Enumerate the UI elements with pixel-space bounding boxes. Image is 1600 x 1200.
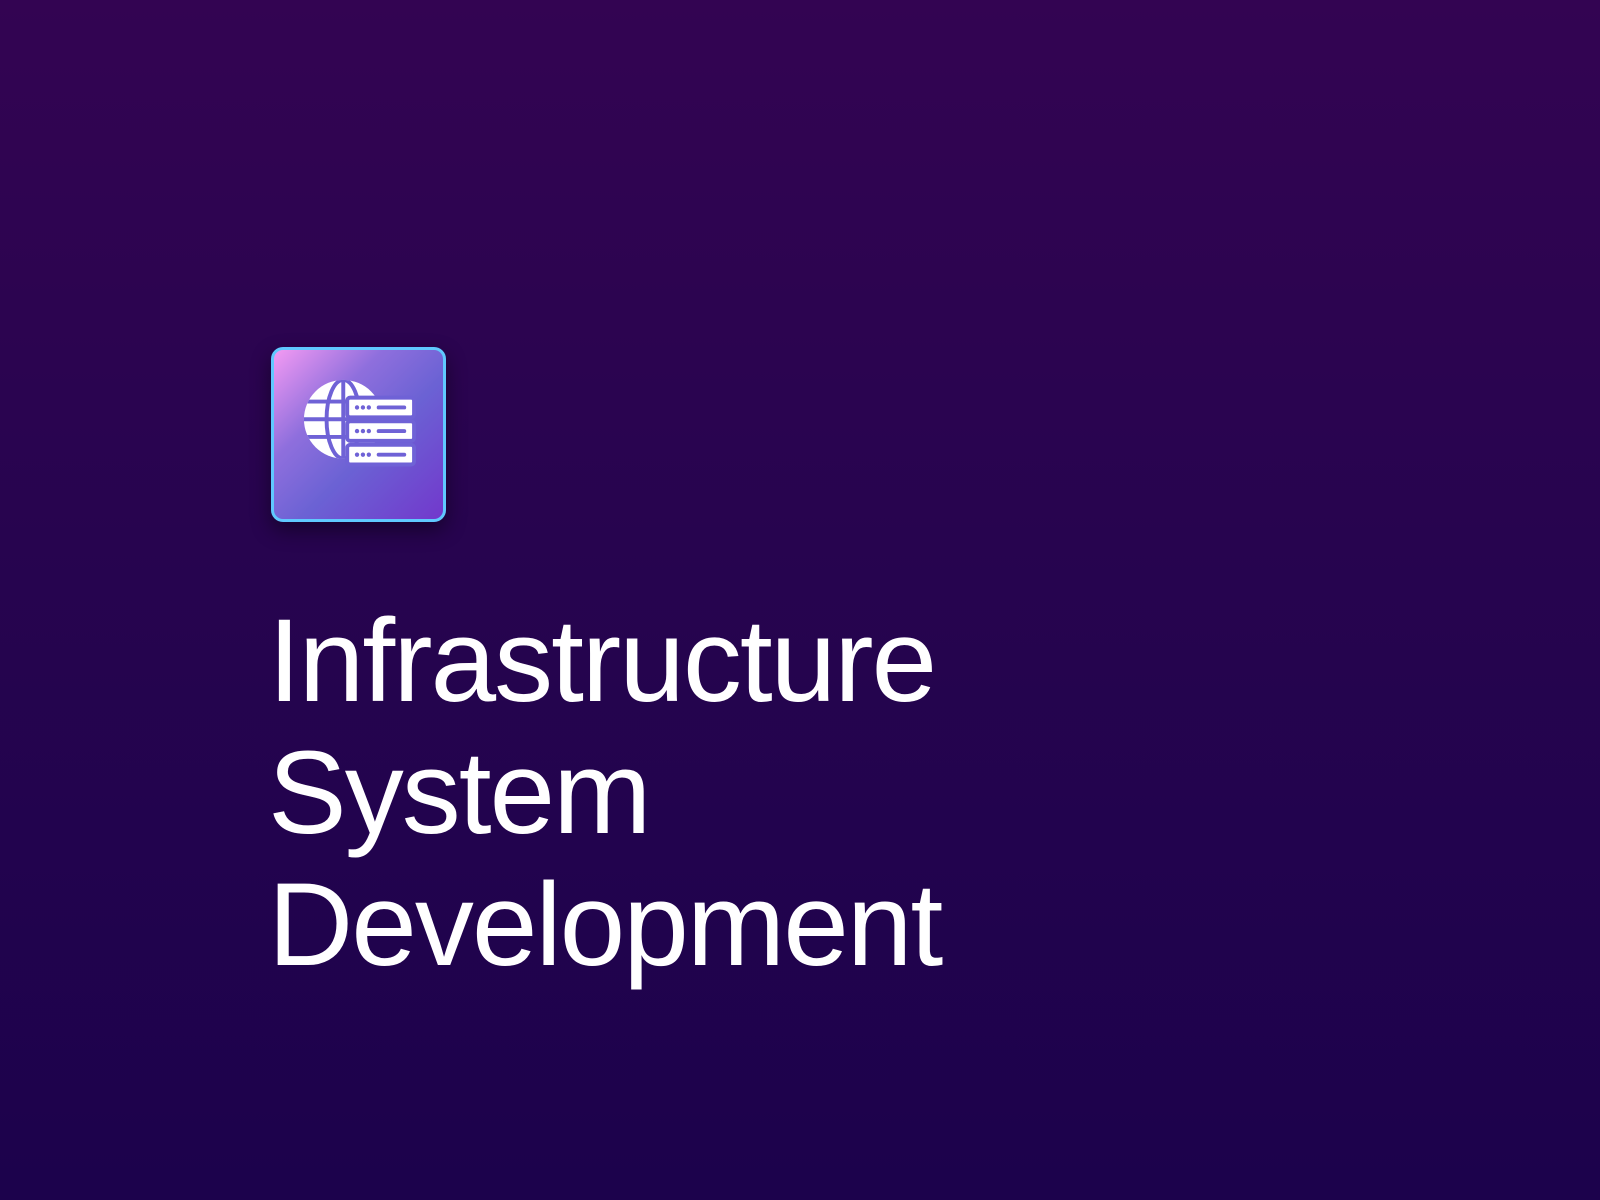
globe-server-icon (303, 379, 416, 466)
title-line-3: Development (268, 859, 943, 991)
app-icon-tile (271, 347, 446, 522)
title-line-2: System (268, 727, 651, 859)
title-line-1: Infrastructure (268, 595, 937, 727)
page-title: Infrastructure System Development (268, 595, 943, 991)
